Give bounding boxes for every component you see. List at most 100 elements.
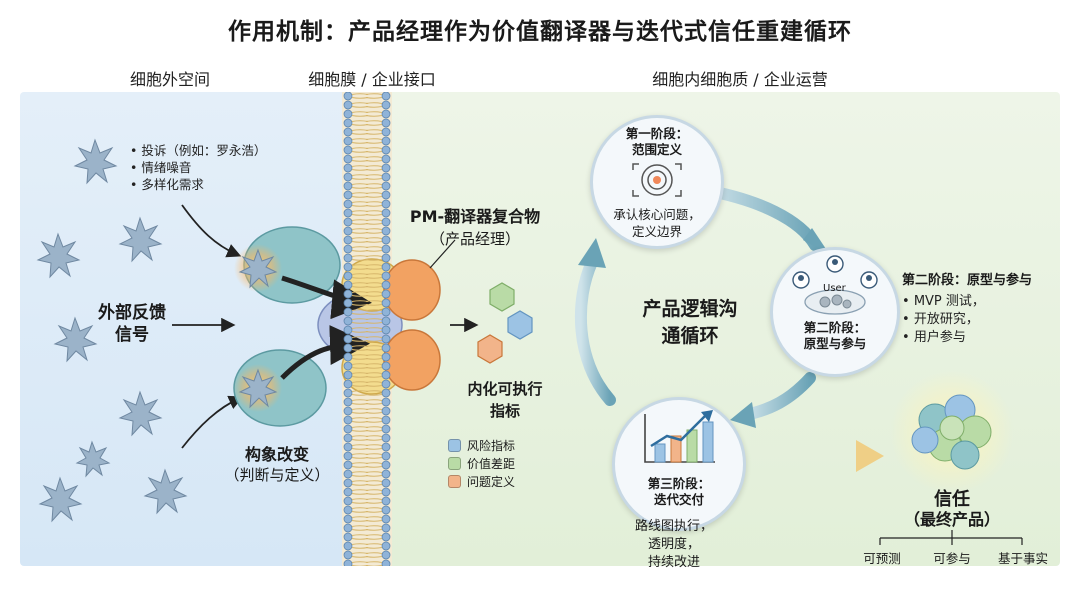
- lipid-head: [381, 262, 391, 272]
- lipid-tail: [351, 489, 369, 495]
- metric-hexagons: [477, 282, 533, 364]
- lipid-tail: [365, 237, 383, 243]
- lipid-tail: [365, 201, 383, 207]
- lipid-tail: [351, 543, 369, 549]
- lipid-tail: [365, 174, 383, 180]
- lipid-head: [343, 271, 353, 281]
- lipid-head: [381, 136, 391, 146]
- lipid-tail: [351, 282, 369, 288]
- lipid-tail: [365, 381, 383, 387]
- signal-star: [143, 468, 188, 515]
- pm-translator-blobs: [383, 259, 441, 391]
- lipid-head: [343, 424, 353, 434]
- stage3-desc-line: 透明度，: [647, 537, 700, 552]
- lipid-tail: [351, 480, 369, 486]
- lipid-head: [381, 541, 391, 551]
- lipid-head: [343, 379, 353, 389]
- lipid-tail: [365, 246, 383, 252]
- lipid-head: [381, 370, 391, 380]
- stage3-circle: 第三阶段： 迭代交付: [612, 397, 746, 531]
- lipid-head: [343, 92, 353, 101]
- lipid-head: [381, 424, 391, 434]
- lipid-head: [343, 100, 353, 110]
- lipid-tail: [365, 264, 383, 270]
- legend-item-risk: 风险指标: [448, 436, 515, 454]
- lipid-tail: [365, 435, 383, 441]
- signal-bullets: 投诉（例如：罗永浩） 情绪噪音 多样化需求: [130, 142, 266, 193]
- lipid-tail: [365, 498, 383, 504]
- signal-bullet: 多样化需求: [130, 176, 266, 193]
- lipid-head: [381, 298, 391, 308]
- lipid-head: [343, 433, 353, 443]
- lipid-tail: [351, 453, 369, 459]
- trust-branch-participatory: 可参与: [933, 551, 971, 566]
- lipid-head: [343, 352, 353, 362]
- lipid-tail: [351, 417, 369, 423]
- lipid-tail: [351, 399, 369, 405]
- lipid-head: [381, 469, 391, 479]
- lipid-tail: [351, 273, 369, 279]
- lipid-tail: [365, 462, 383, 468]
- legend-item-value-gap: 价值差距: [448, 454, 515, 472]
- lipid-head: [343, 532, 353, 542]
- signal-bullet: 情绪噪音: [130, 159, 266, 176]
- lipid-tail: [365, 516, 383, 522]
- signal-arrow-bottom: [181, 395, 244, 449]
- lipid-tail: [365, 444, 383, 450]
- lipid-head: [343, 262, 353, 272]
- lipid-head: [343, 172, 353, 182]
- trust-branches: [879, 530, 1023, 545]
- lipid-head: [343, 235, 353, 245]
- lipid-head: [381, 334, 391, 344]
- stage2-circle: User 第二阶段： 原型与参与: [770, 247, 900, 377]
- lipid-head: [343, 163, 353, 173]
- target-icon: [632, 163, 682, 197]
- lipid-tail: [365, 282, 383, 288]
- lipid-tail: [351, 174, 369, 180]
- stage2-bullet: MVP 测试，: [902, 293, 1072, 311]
- conformation-line1: 构象改变: [244, 445, 309, 464]
- lipid-tail: [351, 138, 369, 144]
- lipid-tail: [351, 426, 369, 432]
- lipid-tail: [365, 255, 383, 261]
- lipid-tail: [351, 372, 369, 378]
- lipid-head: [381, 154, 391, 164]
- lipid-tail: [365, 417, 383, 423]
- lipid-head: [343, 280, 353, 290]
- trust-branch-fact-based: 基于事实: [997, 551, 1048, 566]
- lipid-head: [343, 325, 353, 335]
- loop-center-line1: 产品逻辑沟: [642, 298, 738, 320]
- lipid-head: [381, 127, 391, 137]
- lipid-tail: [351, 183, 369, 189]
- lipid-tail: [365, 507, 383, 513]
- lipid-head: [381, 505, 391, 515]
- lipid-head: [343, 460, 353, 470]
- stage2-title-line1: 第二阶段：: [803, 320, 867, 335]
- lipid-head: [381, 406, 391, 416]
- lipid-tail: [365, 426, 383, 432]
- pm-pointer: [429, 239, 456, 269]
- lipid-head: [381, 361, 391, 371]
- lipid-tail: [351, 237, 369, 243]
- lipid-head: [343, 253, 353, 263]
- loop-center-line2: 通循环: [661, 325, 719, 347]
- lipid-tail: [365, 489, 383, 495]
- lipid-tail: [365, 345, 383, 351]
- lipid-tail: [351, 120, 369, 126]
- stage3-title-line2: 迭代交付: [653, 492, 704, 507]
- trust-line2: （最终产品）: [903, 510, 1000, 529]
- lipid-head: [343, 370, 353, 380]
- lipid-head: [381, 433, 391, 443]
- trust-line1: 信任: [934, 489, 970, 510]
- lipid-head: [381, 181, 391, 191]
- lipid-head: [343, 190, 353, 200]
- lipid-head: [343, 514, 353, 524]
- lipid-head: [343, 478, 353, 488]
- signal-stars: [36, 138, 188, 523]
- lipid-tail: [365, 561, 383, 566]
- bound-signal-star: [238, 368, 278, 409]
- lipid-head: [381, 379, 391, 389]
- lipid-tail: [351, 291, 369, 297]
- lipid-tail: [351, 471, 369, 477]
- lipid-tail: [365, 228, 383, 234]
